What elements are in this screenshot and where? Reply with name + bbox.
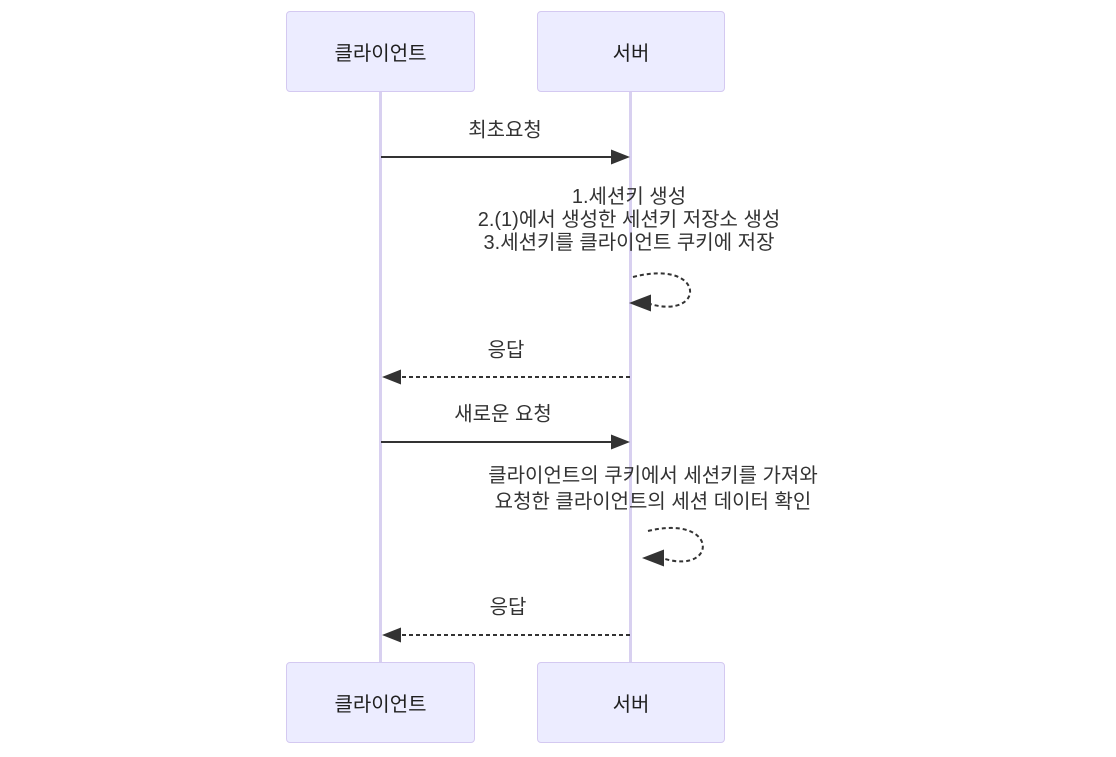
arrowhead-right-icon <box>611 434 630 450</box>
actor-server-bottom: 서버 <box>537 662 725 743</box>
self-loop-curve <box>632 272 691 308</box>
message-label-response-1: 응답 <box>487 339 525 362</box>
server-action-note-2: 클라이언트의 쿠키에서 세션키를 가져와 요청한 클라이언트의 세션 데이터 확… <box>488 463 817 515</box>
note-line: 1.세션키 생성 <box>571 186 687 208</box>
message-label-response-2: 응답 <box>489 596 527 619</box>
arrowhead-right-icon <box>611 149 630 165</box>
note-line: 2.(1)에서 생성한 세션키 저장소 생성 <box>477 209 781 231</box>
actor-client-top: 클라이언트 <box>286 11 475 92</box>
message-arrow-response-2 <box>382 627 630 643</box>
server-action-note-1: 1.세션키 생성 2.(1)에서 생성한 세션키 저장소 생성 3.세션키를 클… <box>478 186 781 255</box>
actor-client-bottom: 클라이언트 <box>286 662 475 743</box>
actor-client-label: 클라이언트 <box>334 694 427 716</box>
message-label-new-request: 새로운 요청 <box>454 403 552 426</box>
actor-server-top: 서버 <box>537 11 725 92</box>
message-arrow-initial-request <box>381 149 630 165</box>
actor-server-label: 서버 <box>612 694 650 716</box>
note-line: 요청한 클라이언트의 세션 데이터 확인 <box>494 491 812 513</box>
note-line: 클라이언트의 쿠키에서 세션키를 가져와 <box>488 465 818 487</box>
arrowhead-left-icon <box>382 369 401 385</box>
message-arrow-response-1 <box>382 369 630 385</box>
message-label-initial-request: 최초요청 <box>468 119 542 142</box>
note-line: 3.세션키를 클라이언트 쿠키에 저장 <box>483 232 775 254</box>
actor-client-label: 클라이언트 <box>334 43 427 65</box>
message-arrow-new-request <box>381 434 630 450</box>
server-self-loop-1 <box>629 272 691 312</box>
server-self-loop-2 <box>642 526 704 567</box>
arrowhead-left-icon <box>382 627 401 643</box>
self-loop-curve <box>647 526 704 563</box>
arrowhead-left-icon <box>629 294 651 312</box>
arrowhead-left-icon <box>642 549 664 567</box>
actor-server-label: 서버 <box>612 43 650 65</box>
